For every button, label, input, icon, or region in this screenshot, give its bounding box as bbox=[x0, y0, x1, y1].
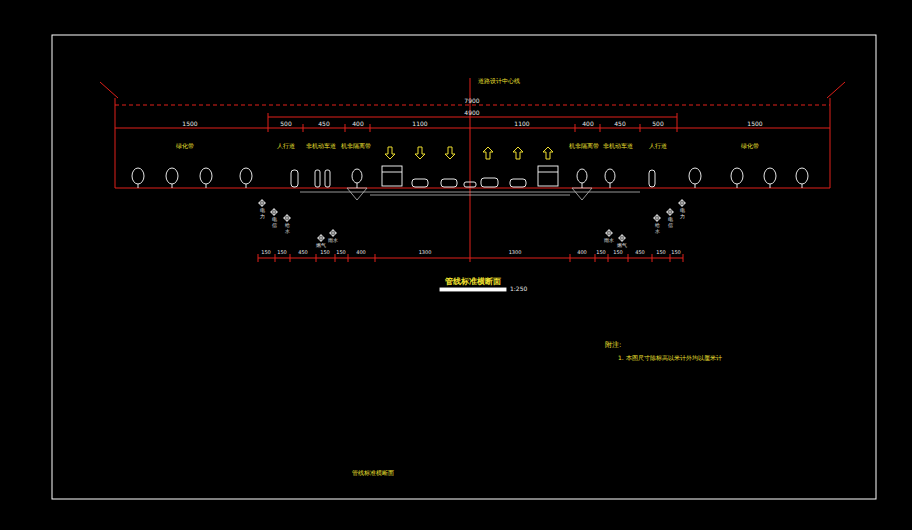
note-text: 1. 本图尺寸除标高以米计外均以厘米计 bbox=[618, 355, 722, 361]
dimension-label: 400 bbox=[582, 121, 593, 127]
dimension-label: 150 bbox=[277, 250, 287, 255]
scale-label: 1:250 bbox=[510, 286, 527, 292]
sheet-label: 管线标准横断面 bbox=[352, 470, 394, 476]
dimension-label: 1300 bbox=[419, 250, 432, 255]
dimension-label: 150 bbox=[261, 250, 271, 255]
zone-label: 机非隔离带 bbox=[341, 143, 371, 149]
dimension-label: 450 bbox=[614, 121, 625, 127]
pipe-label: 电信 bbox=[272, 217, 277, 228]
zone-label: 人行道 bbox=[277, 143, 295, 149]
dimension-label: 1500 bbox=[182, 121, 197, 127]
dimension-label: 150 bbox=[613, 250, 623, 255]
dimension-label: 400 bbox=[577, 250, 587, 255]
pipe-label: 给水 bbox=[655, 223, 660, 234]
zone-label: 非机动车道 bbox=[603, 143, 633, 149]
zone-label: 人行道 bbox=[649, 143, 667, 149]
dimension-label: 1500 bbox=[747, 121, 762, 127]
pipe-label: 电力 bbox=[680, 208, 685, 219]
pipe-label: 电信 bbox=[668, 217, 673, 228]
pipe-label: 燃气 bbox=[617, 243, 627, 248]
dimension-label: 150 bbox=[336, 250, 346, 255]
dimension-label: 450 bbox=[318, 121, 329, 127]
dimension-label: 1300 bbox=[509, 250, 522, 255]
dimension-label: 150 bbox=[656, 250, 666, 255]
dimension-label: 1100 bbox=[514, 121, 529, 127]
dimension-label: 150 bbox=[671, 250, 681, 255]
zone-label: 机非隔离带 bbox=[569, 143, 599, 149]
pipe-label: 雨水 bbox=[604, 238, 614, 243]
dimension-label: 450 bbox=[635, 250, 645, 255]
zone-label: 绿化带 bbox=[741, 143, 759, 149]
dimension-label: 150 bbox=[320, 250, 330, 255]
dimension-label: 150 bbox=[596, 250, 606, 255]
pipe-label: 燃气 bbox=[316, 243, 326, 248]
dimension: 4900 bbox=[464, 110, 479, 116]
dimension-label: 1100 bbox=[412, 121, 427, 127]
dimension-label: 400 bbox=[352, 121, 363, 127]
centerline-label: 道路设计中心线 bbox=[478, 78, 520, 84]
pipe-label: 雨水 bbox=[328, 238, 338, 243]
dimension-label: 450 bbox=[298, 250, 308, 255]
dimension-label: 500 bbox=[652, 121, 663, 127]
zone-label: 非机动车道 bbox=[306, 143, 336, 149]
note-heading: 附注: bbox=[605, 342, 621, 349]
pipe-label: 电力 bbox=[260, 208, 265, 219]
drawing-title: 管线标准横断面 bbox=[445, 278, 501, 286]
pipe-label: 给水 bbox=[285, 223, 290, 234]
dimension-label: 400 bbox=[356, 250, 366, 255]
dimension: 7900 bbox=[464, 98, 479, 104]
dimension-label: 500 bbox=[280, 121, 291, 127]
zone-label: 绿化带 bbox=[176, 143, 194, 149]
